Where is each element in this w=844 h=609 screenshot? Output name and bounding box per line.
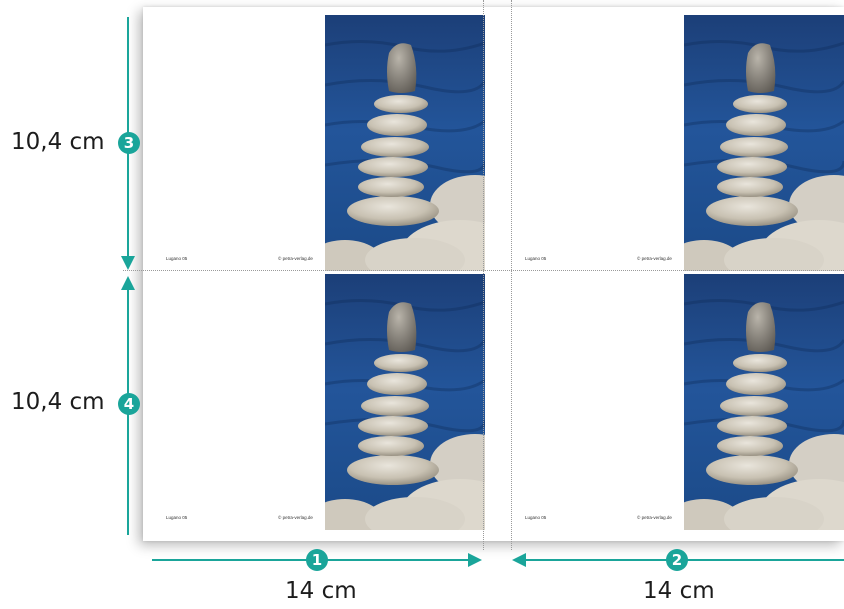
card-copyright: © petra-verlag.de bbox=[278, 256, 313, 261]
vertical-cut-line-left bbox=[483, 0, 484, 550]
postcard-bottom-left: Lugano 05 © petra-verlag.de bbox=[152, 274, 485, 530]
vertical-cut-line-right bbox=[511, 0, 512, 550]
arrow-up-icon bbox=[121, 276, 135, 290]
card-title: Lugano 05 bbox=[525, 256, 547, 261]
arrow-left-icon bbox=[512, 553, 526, 567]
print-sheet: Lugano 05 © petra-verlag.de Lugano 05 © … bbox=[143, 7, 844, 541]
height-bottom-label: 10,4 cm bbox=[11, 389, 105, 415]
width-left-badge: 1 bbox=[306, 549, 328, 571]
height-bottom-badge: 4 bbox=[118, 393, 140, 415]
arrow-right-icon bbox=[468, 553, 482, 567]
card-title: Lugano 05 bbox=[166, 256, 188, 261]
postcard-top-right: Lugano 05 © petra-verlag.de bbox=[511, 15, 844, 271]
height-top-label: 10,4 cm bbox=[11, 129, 105, 155]
card-title: Lugano 05 bbox=[525, 515, 547, 520]
width-right-label: 14 cm bbox=[643, 578, 715, 604]
width-right-badge: 2 bbox=[666, 549, 688, 571]
card-copyright: © petra-verlag.de bbox=[637, 515, 672, 520]
width-left-label: 14 cm bbox=[285, 578, 357, 604]
arrow-down-icon bbox=[121, 256, 135, 270]
card-title: Lugano 05 bbox=[166, 515, 188, 520]
height-top-badge: 3 bbox=[118, 132, 140, 154]
card-copyright: © petra-verlag.de bbox=[278, 515, 313, 520]
postcard-top-left: Lugano 05 © petra-verlag.de bbox=[152, 15, 485, 271]
postcard-bottom-right: Lugano 05 © petra-verlag.de bbox=[511, 274, 844, 530]
card-copyright: © petra-verlag.de bbox=[637, 256, 672, 261]
